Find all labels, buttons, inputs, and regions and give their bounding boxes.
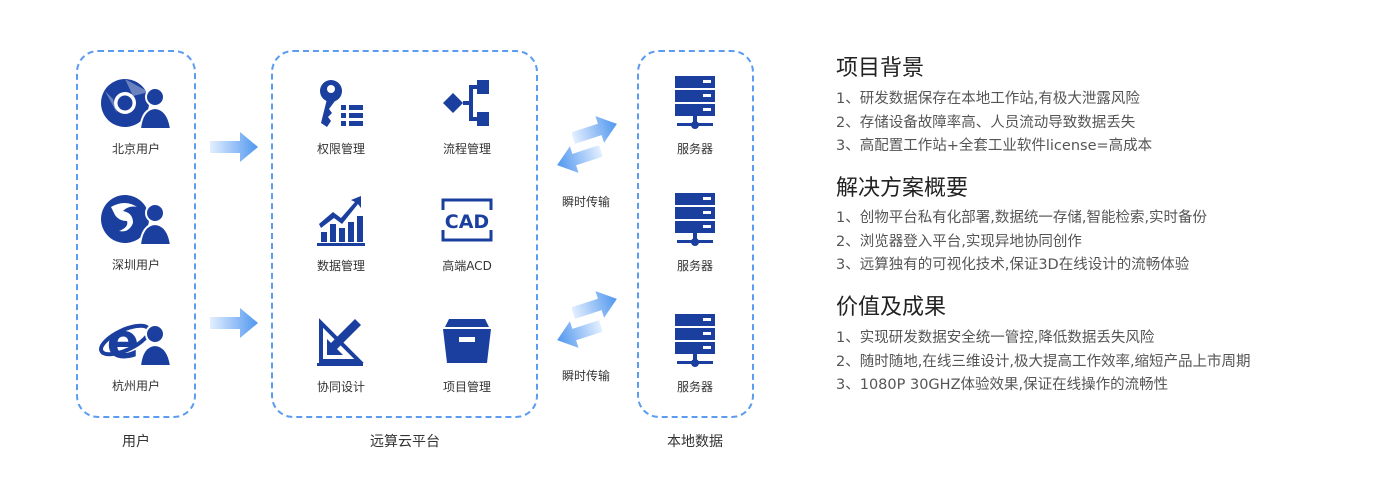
svg-text:e: e — [107, 314, 140, 368]
users-group-label: 用户 — [122, 434, 150, 450]
cad-icon: CAD — [412, 189, 522, 251]
archive-box-icon — [412, 310, 522, 372]
server-node-label: 服务器 — [676, 142, 713, 156]
server-node-label: 服务器 — [676, 259, 713, 273]
arrow-right-icon — [210, 132, 258, 162]
server-icon — [640, 72, 750, 134]
user-node-shenzhen[interactable]: 深圳用户 — [81, 188, 191, 273]
user-node-label: 深圳用户 — [111, 258, 160, 272]
key-permission-icon — [286, 72, 396, 134]
platform-group-box — [271, 50, 538, 418]
platform-node-label: 协同设计 — [316, 380, 365, 394]
section-item: 1、创物平台私有化部署,数据统一存储,智能检索,实时备份 — [836, 210, 1208, 226]
arrow-left-icon — [557, 145, 602, 173]
platform-node-flow[interactable]: 流程管理 — [412, 72, 522, 157]
user-node-label: 北京用户 — [111, 142, 160, 156]
ruler-pencil-icon — [286, 310, 396, 372]
cad-icon-text: CAD — [445, 211, 489, 233]
platform-node-label: 项目管理 — [442, 380, 491, 394]
section-list-background: 1、研发数据保存在本地工作站,有极大泄露风险 2、存储设备故障率高、人员流动导致… — [836, 88, 1152, 159]
user-node-hangzhou[interactable]: e 杭州用户 — [81, 309, 191, 394]
section-item: 3、1080P 30GHZ体验效果,保证在线操作的流畅性 — [836, 377, 1169, 393]
chrome-user-icon — [81, 72, 191, 134]
platform-node-label: 权限管理 — [316, 142, 365, 156]
section-item: 2、随时随地,在线三维设计,极大提高工作效率,缩短产品上市周期 — [836, 353, 1251, 370]
platform-node-permission[interactable]: 权限管理 — [286, 72, 396, 157]
section-item: 3、高配置工作站+全套工业软件license=高成本 — [836, 138, 1153, 154]
server-node[interactable]: 服务器 — [640, 189, 750, 274]
arrow-right-icon — [572, 116, 617, 144]
arrow-right-icon — [572, 291, 617, 319]
bar-chart-icon — [286, 189, 396, 251]
platform-node-data[interactable]: 数据管理 — [286, 189, 396, 274]
platform-node-label: 高端ACD — [442, 259, 492, 273]
transfer-label-bottom: 瞬时传输 — [561, 369, 610, 383]
local-group-label: 本地数据 — [667, 434, 723, 450]
user-node-beijing[interactable]: 北京用户 — [81, 72, 191, 157]
server-icon — [640, 310, 750, 372]
server-icon — [640, 189, 750, 251]
section-item: 3、远算独有的可视化技术,保证3D在线设计的流畅体验 — [836, 257, 1190, 273]
server-node-label: 服务器 — [676, 380, 713, 394]
user-node-label: 杭州用户 — [111, 379, 160, 393]
arrow-left-icon — [557, 320, 602, 348]
section-item: 2、存储设备故障率高、人员流动导致数据丢失 — [836, 114, 1136, 131]
platform-node-cad[interactable]: CAD 高端ACD — [412, 189, 522, 274]
firefox-user-icon — [81, 188, 191, 250]
section-title-background: 项目背景 — [836, 56, 925, 81]
platform-node-label: 流程管理 — [442, 142, 491, 156]
flow-icon — [412, 72, 522, 134]
section-item: 1、研发数据保存在本地工作站,有极大泄露风险 — [836, 91, 1140, 107]
section-list-solution: 1、创物平台私有化部署,数据统一存储,智能检索,实时备份 2、浏览器登入平台,实… — [836, 207, 1207, 278]
local-group-box — [637, 50, 754, 418]
platform-node-project[interactable]: 项目管理 — [412, 310, 522, 395]
section-item: 1、实现研发数据安全统一管控,降低数据丢失风险 — [836, 330, 1155, 346]
section-item: 2、浏览器登入平台,实现异地协同创作 — [836, 233, 1082, 250]
users-group-box — [76, 50, 196, 418]
section-title-solution: 解决方案概要 — [836, 176, 969, 201]
platform-group-label: 远算云平台 — [370, 434, 440, 450]
arrow-right-icon — [210, 308, 258, 338]
section-title-value: 价值及成果 — [836, 295, 947, 320]
server-node[interactable]: 服务器 — [640, 72, 750, 157]
section-list-value: 1、实现研发数据安全统一管控,降低数据丢失风险 2、随时随地,在线三维设计,极大… — [836, 327, 1251, 398]
platform-node-label: 数据管理 — [316, 259, 365, 273]
platform-node-collab[interactable]: 协同设计 — [286, 310, 396, 395]
ie-user-icon: e — [81, 309, 191, 371]
server-node[interactable]: 服务器 — [640, 310, 750, 395]
transfer-label-top: 瞬时传输 — [561, 195, 610, 209]
